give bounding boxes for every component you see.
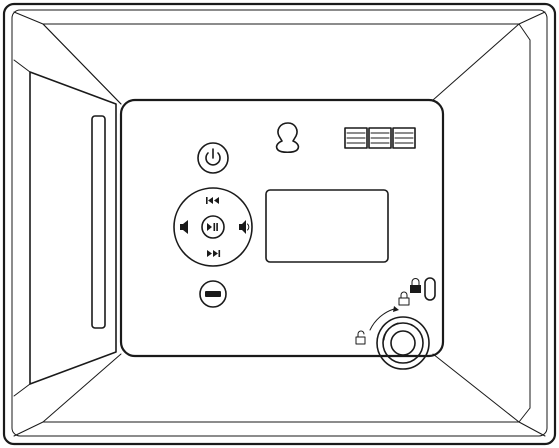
skip-next-icon [207,250,221,257]
previous-button[interactable] [206,197,219,204]
menu-minus-icon [205,291,221,297]
volume-down-icon [180,220,188,234]
keyhole-hanger-icon [275,122,300,154]
lock-slot [424,277,436,301]
play-pause-button[interactable] [201,215,225,239]
lock-rotation-guide [355,291,410,345]
padlock-closed-icon [410,278,421,293]
volume-up-icon [239,220,250,234]
next-button[interactable] [207,250,221,257]
lock-indicator [410,277,436,301]
kickstand-slot [91,115,106,329]
power-button[interactable] [197,142,229,174]
play-pause-icon [207,223,218,231]
kickstand [13,59,117,397]
curved-arrow-icon [369,306,399,331]
volume-down-button[interactable] [180,220,188,234]
speaker-grille-icon [344,127,416,149]
power-icon [205,148,221,166]
back-panel [42,23,445,358]
padlock-open-icon [355,330,366,345]
menu-button[interactable] [199,280,227,308]
frame-bevel-lines [13,11,546,437]
lock-dial[interactable] [376,316,430,370]
navigation-ring [173,187,253,267]
skip-previous-icon [206,197,219,204]
padlock-closed-small-icon [398,291,410,306]
display-window [265,189,389,263]
volume-up-button[interactable] [239,220,250,234]
